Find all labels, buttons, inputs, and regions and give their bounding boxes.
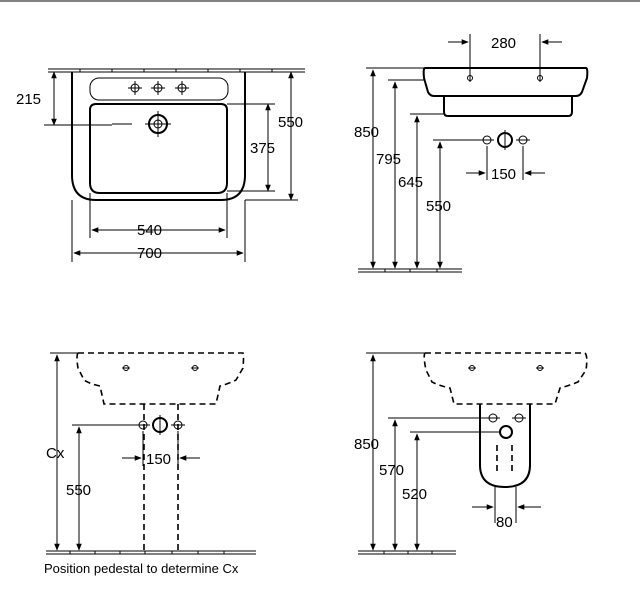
- basin-dashed-bottom-left: [76, 352, 245, 405]
- dim-heights-top-right: 850 795 645 550: [354, 67, 480, 269]
- floor-strip-bottom-right: [358, 550, 456, 555]
- dim-label-280: 280: [491, 35, 516, 52]
- basin-dashed-bottom-right: [423, 352, 588, 405]
- pedestal-dashed-bottom-left: [143, 404, 179, 551]
- tap-holes-bottom-right: [468, 365, 544, 371]
- dim-label-375: 375: [250, 140, 275, 157]
- dim-label-550-plan: 550: [278, 114, 303, 131]
- dim-tap-spacing: 280: [448, 34, 562, 72]
- supply-fittings-top-right: [480, 130, 530, 180]
- dim-label-150-bottom: 150: [146, 451, 171, 468]
- dim-height-total-plan: 550: [245, 71, 303, 201]
- dim-supply-spacing-top: 150: [466, 166, 545, 183]
- basin-outline-front: [422, 67, 589, 97]
- dim-label-cx: Cx: [46, 445, 65, 462]
- dim-label-700: 700: [137, 245, 162, 262]
- dim-label-795: 795: [376, 151, 401, 168]
- inner-bowl-plan: [89, 103, 228, 194]
- dim-width-inner: 540: [89, 193, 228, 239]
- dim-label-645: 645: [398, 174, 423, 191]
- dim-label-550-bottom: 550: [66, 482, 91, 499]
- supply-fittings-bottom-left: [136, 415, 185, 466]
- fittings-bottom-right: [486, 413, 526, 439]
- tap-holes-plan: [128, 81, 189, 95]
- semi-pedestal-outline: [479, 404, 531, 489]
- view-bottom-right-elevation: 80 850 570 520: [354, 352, 588, 555]
- dim-label-520: 520: [402, 486, 427, 503]
- tap-holes-bottom-left: [122, 365, 199, 371]
- tap-holes-front: [467, 72, 543, 82]
- basin-outline-plan: [71, 72, 246, 201]
- semi-pedestal-inner-dashes: [496, 445, 513, 472]
- waste-outlet-plan: [112, 111, 171, 137]
- dim-label-850-top: 850: [354, 124, 379, 141]
- dim-basin-depth: 375: [227, 103, 275, 192]
- dim-label-80: 80: [496, 514, 513, 531]
- dim-label-150-top: 150: [491, 166, 516, 183]
- wall-strip-top-left: [48, 68, 305, 73]
- dim-label-215: 215: [16, 91, 41, 108]
- dim-supply-spacing-bottom: 150: [122, 451, 200, 468]
- floor-strip-bottom-left: [46, 550, 256, 555]
- caption-pedestal: Position pedestal to determine Cx: [44, 561, 239, 576]
- dim-width-total: 700: [71, 200, 246, 262]
- tap-deck: [89, 77, 229, 101]
- basin-bowl-front: [443, 96, 573, 117]
- dim-label-540: 540: [137, 222, 162, 239]
- dim-tap-offset: 215: [16, 71, 112, 126]
- dim-waste-width: 80: [472, 504, 541, 531]
- view-top-left-plan: 215 375 550 540 700: [16, 68, 305, 262]
- dim-heights-bottom-right: 850 570 520: [354, 352, 500, 551]
- dim-heights-bottom-left: Cx 550: [46, 352, 136, 551]
- dim-label-550-top: 550: [426, 198, 451, 215]
- view-top-right-elevation: 280 150 850 795 6: [354, 34, 589, 273]
- waste-lines-bottom-right: [494, 487, 517, 523]
- dim-label-850-bottom: 850: [354, 436, 379, 453]
- view-bottom-left-pedestal: 150 Cx 550 Position pedestal to determin…: [44, 352, 256, 576]
- floor-strip-top-right: [358, 268, 462, 273]
- dim-label-570: 570: [379, 462, 404, 479]
